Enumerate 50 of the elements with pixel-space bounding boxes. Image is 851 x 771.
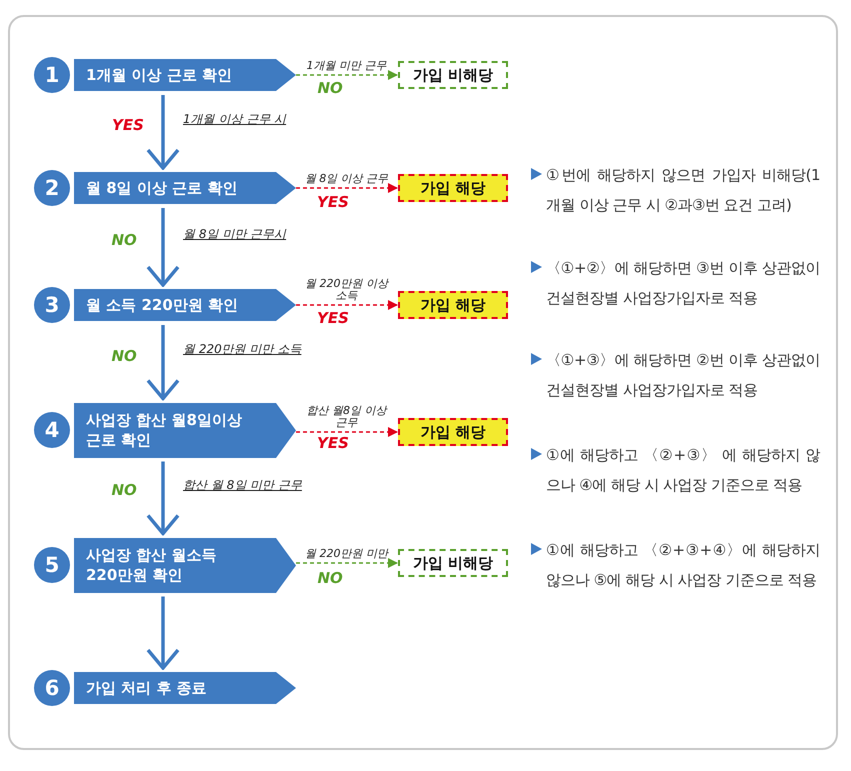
edge-label: 월 220만원 미만 소득 [183, 341, 302, 358]
edge-label: 1개월 미만 근무 [306, 60, 388, 72]
decision-label: NO [112, 481, 137, 499]
arrow [146, 95, 180, 170]
decision-label: NO [112, 231, 137, 249]
edge-label: 월 220만원 미만 [304, 548, 390, 560]
arrow [296, 70, 398, 80]
step-banner: 월 8일 이상 근로 확인 [74, 172, 296, 204]
decision-label: NO [112, 347, 137, 365]
decision-label: NO [318, 569, 343, 587]
edge-label: 합산 월8일 이상 근무 [306, 405, 388, 429]
decision-label: YES [317, 309, 349, 327]
edge-label: 월 8일 이상 근무 [304, 173, 390, 185]
step-banner: 가입 처리 후 종료 [74, 672, 296, 704]
arrow [146, 325, 180, 400]
decision-label: YES [317, 193, 349, 211]
edge-label: 월 220만원 이상 소득 [304, 278, 390, 302]
note-text: ①에 해당하고 〈②+③〉 에 해당하지 않으나 ④에 해당 시 사업장 기준으로 적용 [546, 445, 820, 496]
arrow [146, 596, 180, 670]
step-banner: 사업장 합산 월8일이상 근로 확인 [74, 402, 296, 458]
step-number: 4 [34, 412, 70, 448]
arrow [146, 208, 180, 287]
note-text: 〈①+②〉에 해당하면 ③번 이후 상관없이 건설현장별 사업장가입자로 적용 [546, 258, 820, 309]
step-number: 2 [34, 170, 70, 206]
arrow [296, 427, 398, 437]
decision-label: YES [317, 434, 349, 452]
result-box: 가입 비해당 [398, 61, 508, 89]
edge-label: 합산 월 8일 미만 근무 [183, 477, 302, 494]
arrow [296, 300, 398, 310]
result-box: 가입 해당 [398, 291, 508, 319]
arrow [296, 558, 398, 568]
result-box: 가입 해당 [398, 174, 508, 202]
edge-label: 월 8일 미만 근무시 [183, 226, 286, 243]
note-text: ①에 해당하고 〈②+③+④〉에 해당하지 않으나 ⑤에 해당 시 사업장 기준으로 적용 [546, 540, 820, 591]
result-box: 가입 비해당 [398, 549, 508, 577]
decision-label: NO [318, 79, 343, 97]
step-number: 5 [34, 547, 70, 583]
step-banner: 월 소득 220만원 확인 [74, 289, 296, 321]
edge-label: 1개월 이상 근무 시 [183, 111, 286, 128]
step-number: 1 [34, 57, 70, 93]
decision-label: YES [112, 116, 144, 134]
arrow [146, 462, 180, 536]
result-box: 가입 해당 [398, 418, 508, 446]
note-text: 〈①+③〉에 해당하면 ②번 이후 상관없이 건설현장별 사업장가입자로 적용 [546, 350, 820, 401]
step-number: 3 [34, 287, 70, 323]
step-number: 6 [34, 670, 70, 706]
note-text: ①번에 해당하지 않으면 가입자 비해당(1개월 이상 근무 시 ②과③번 요건 고려) [546, 165, 820, 216]
step-banner: 사업장 합산 월소득 220만원 확인 [74, 538, 296, 592]
step-banner: 1개월 이상 근로 확인 [74, 59, 296, 91]
arrow [296, 183, 398, 193]
